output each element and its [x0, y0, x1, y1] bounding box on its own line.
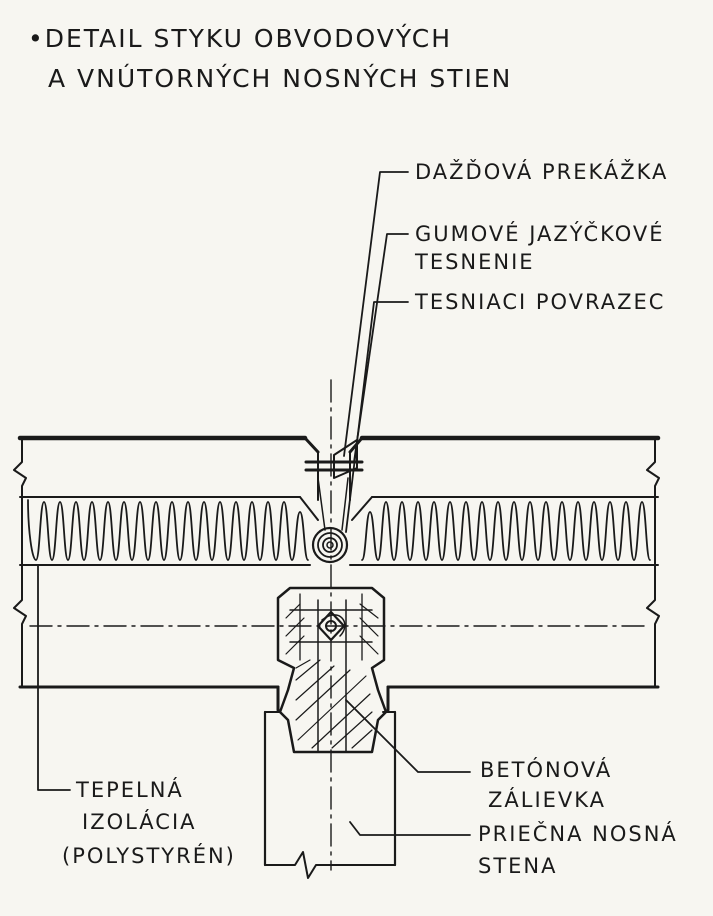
insulation-right: [361, 501, 651, 561]
label-rain-barrier: DAŽĎOVÁ PREKÁŽKA: [415, 160, 669, 184]
sealing-cord: [311, 526, 349, 564]
label-sealing-cord: TESNIACI POVRAZEC: [415, 290, 666, 314]
label-cross-wall-1: PRIEČNA NOSNÁ: [478, 822, 678, 846]
axis-lines: [29, 379, 651, 871]
outer-face-line: [17, 435, 661, 454]
label-rubber-seal-1: GUMOVÉ JAZÝČKOVÉ: [415, 222, 665, 246]
title-line-1: •DETAIL STYKU OBVODOVÝCH: [28, 24, 453, 53]
label-concrete-grout-2: ZÁLIEVKA: [488, 788, 607, 812]
label-rubber-seal-2: TESNENIE: [415, 250, 535, 274]
label-cross-wall-2: STENA: [478, 854, 558, 878]
insulation-left: [27, 499, 309, 561]
label-thermal-insulation-2: IZOLÁCIA: [82, 810, 197, 834]
leader-lines: [37, 171, 471, 836]
break-lines: [13, 439, 660, 688]
title-line-2: A VNÚTORNÝCH NOSNÝCH STIEN: [48, 64, 513, 93]
panel-outlines: [18, 451, 660, 689]
label-thermal-insulation-3: (POLYSTYRÉN): [62, 844, 236, 868]
concrete-grout: [276, 586, 388, 754]
label-thermal-insulation-1: TEPELNÁ: [76, 778, 184, 802]
cross-wall: [263, 685, 397, 879]
label-concrete-grout-1: BETÓNOVÁ: [480, 758, 613, 782]
